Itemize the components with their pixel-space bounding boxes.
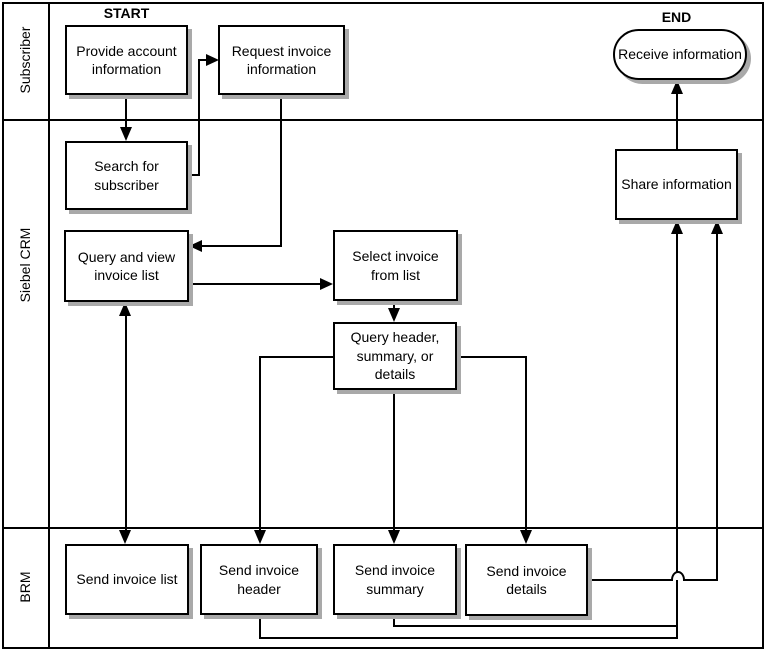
arrowhead-down: [120, 127, 132, 141]
lane-divider-subscriber-siebel: [2, 119, 764, 121]
line-segment: [261, 356, 333, 358]
line-segment: [676, 94, 678, 150]
line-segment: [198, 59, 200, 176]
node-select-invoice-from-list: Select invoice from list: [333, 230, 458, 301]
arrowhead-right: [320, 278, 333, 290]
line-segment: [200, 59, 208, 61]
line-segment: [189, 283, 321, 285]
node-label: Send invoice summary: [354, 562, 436, 597]
line-segment: [259, 356, 261, 531]
line-jump-arc: [671, 571, 685, 580]
line-segment: [393, 625, 678, 627]
node-search-for-subscriber: Search for subscriber: [65, 141, 188, 210]
arrowhead-up: [119, 302, 131, 316]
line-segment: [716, 234, 718, 581]
arrowhead-down: [388, 530, 400, 544]
node-receive-information: Receive information: [613, 29, 747, 80]
arrowhead-down: [254, 530, 266, 544]
node-send-invoice-header: Send invoice header: [200, 544, 318, 615]
arrowhead-down: [388, 308, 400, 322]
end-label: END: [661, 9, 692, 25]
node-label: Search for subscriber: [94, 158, 159, 193]
line-segment: [393, 615, 395, 627]
line-segment: [588, 579, 673, 581]
node-label: Send invoice list: [76, 571, 178, 588]
lane-label-divider: [48, 2, 50, 649]
node-send-invoice-summary: Send invoice summary: [333, 544, 457, 615]
line-segment: [683, 579, 718, 581]
line-segment: [280, 95, 282, 247]
node-send-invoice-list: Send invoice list: [65, 544, 189, 615]
line-segment: [393, 390, 395, 531]
node-label: Receive information: [618, 46, 742, 63]
line-segment: [525, 356, 527, 531]
start-label: START: [103, 5, 150, 21]
node-send-invoice-details: Send invoice details: [465, 544, 588, 616]
line-segment: [676, 234, 678, 639]
node-request-invoice-information: Request invoice information: [218, 25, 345, 95]
node-label: Provide account information: [76, 42, 177, 77]
line-segment: [202, 245, 282, 247]
line-segment: [125, 95, 127, 128]
arrowhead-down: [520, 530, 532, 544]
node-label: Share information: [621, 176, 732, 193]
line-segment: [125, 315, 127, 531]
line-segment: [188, 174, 200, 176]
lane-divider-siebel-brm: [2, 527, 764, 529]
lane-label-brm: BRM: [17, 571, 33, 603]
node-label: Send invoice header: [218, 562, 300, 597]
node-label: Send invoice details: [486, 562, 567, 597]
arrowhead-up: [671, 80, 683, 94]
node-label: Select invoice from list: [352, 248, 439, 283]
node-label: Query and view invoice list: [77, 248, 176, 283]
arrowhead-down: [119, 530, 131, 544]
arrowhead-up: [671, 220, 683, 234]
node-query-and-view-invoice-list: Query and view invoice list: [64, 230, 189, 302]
arrowhead-left: [189, 240, 202, 252]
node-label: Request invoice information: [231, 42, 332, 77]
line-segment: [393, 301, 395, 309]
line-segment: [457, 356, 526, 358]
node-provide-account-information: Provide account information: [65, 25, 188, 95]
lane-label-siebel-crm: Siebel CRM: [17, 227, 33, 303]
arrowhead-up: [711, 220, 723, 234]
lane-label-subscriber: Subscriber: [17, 26, 33, 94]
line-segment: [259, 615, 261, 639]
node-label: Query header, summary, or details: [350, 329, 440, 383]
line-segment: [259, 637, 678, 639]
arrowhead-right: [206, 54, 219, 66]
node-share-information: Share information: [615, 149, 738, 220]
node-query-header-summary-details: Query header, summary, or details: [333, 322, 457, 390]
